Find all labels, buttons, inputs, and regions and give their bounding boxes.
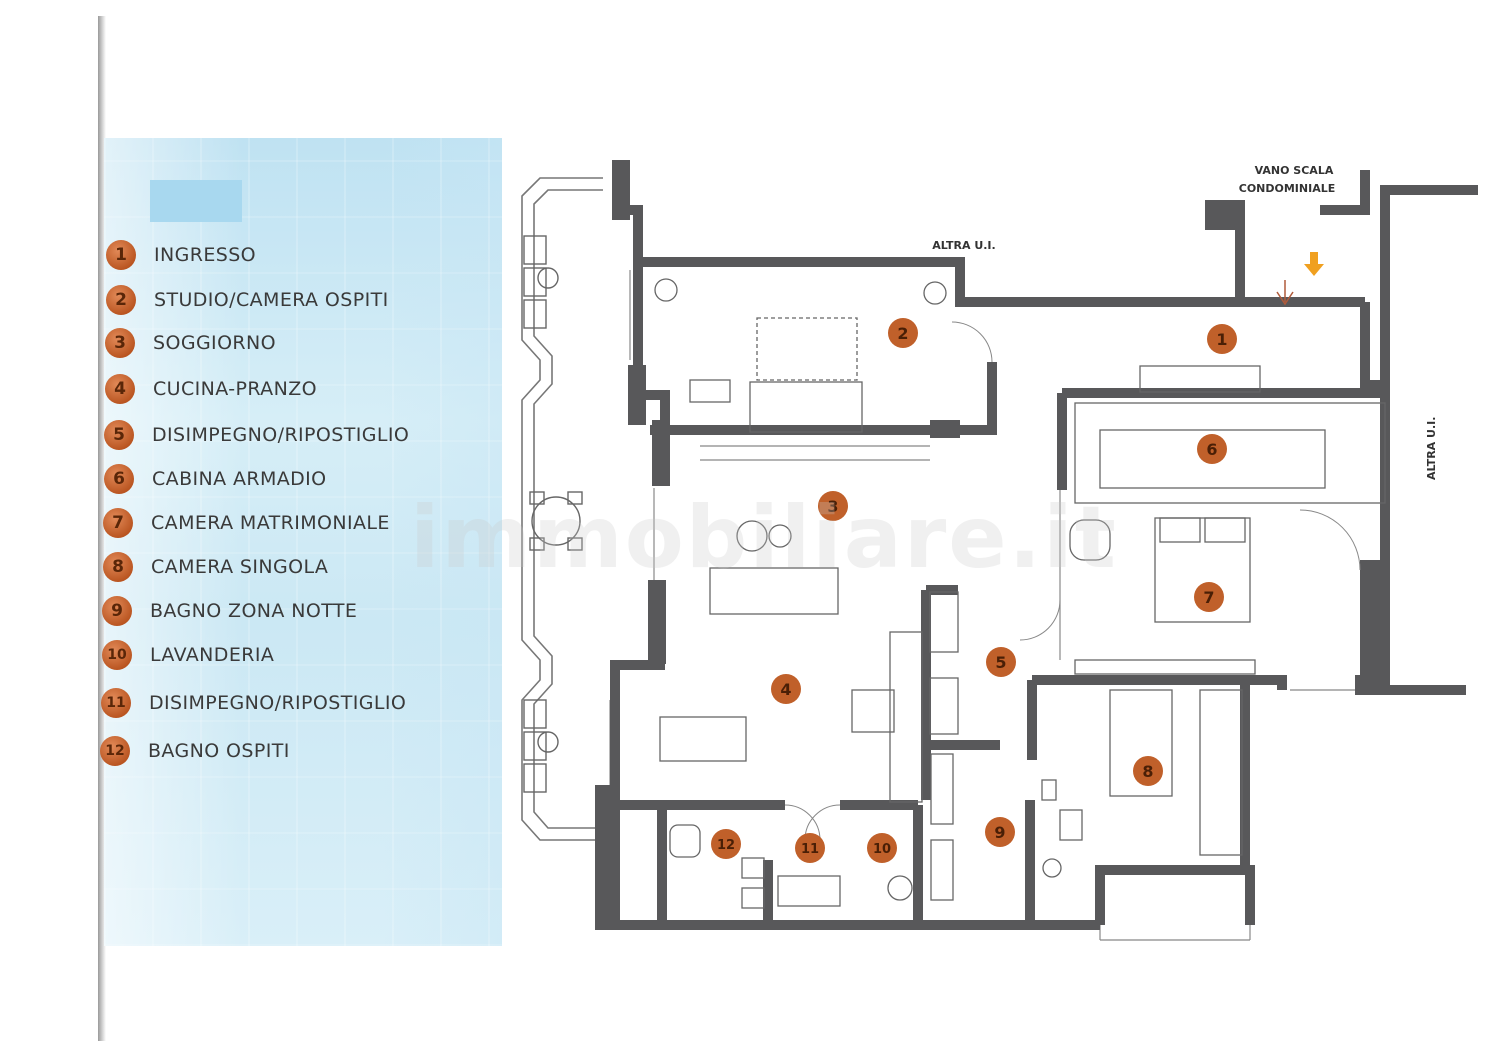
terrace-planters xyxy=(523,235,559,793)
legend-label: BAGNO ZONA NOTTE xyxy=(150,600,358,622)
room-badge-12: 12 xyxy=(717,838,735,853)
room-badge-9: 9 xyxy=(994,823,1005,842)
legend-label: DISIMPEGNO/RIPOSTIGLIO xyxy=(149,692,407,714)
neighbor-label-right: ALTRA U.I. xyxy=(1425,417,1438,480)
scan-edge xyxy=(98,16,106,1041)
watermark-text: immobiliare.it xyxy=(410,488,1118,588)
room-badge-10: 10 xyxy=(873,842,891,857)
room-badge-7: 7 xyxy=(1203,588,1214,607)
legend-item: 2 STUDIO/CAMERA OSPITI xyxy=(106,283,389,317)
legend-item: 8 CAMERA SINGOLA xyxy=(103,550,328,584)
legend-label: BAGNO OSPITI xyxy=(148,740,290,762)
terrace-table xyxy=(529,491,583,551)
legend-badge: 4 xyxy=(105,374,135,404)
legend-item: 3 SOGGIORNO xyxy=(105,326,276,360)
terrace xyxy=(521,177,603,841)
legend-item: 11 DISIMPEGNO/RIPOSTIGLIO xyxy=(101,686,406,720)
doors xyxy=(784,321,1361,841)
entrance-arrow-icon xyxy=(1310,252,1318,266)
room-badge-4: 4 xyxy=(780,680,791,699)
legend-item: 6 CABINA ARMADIO xyxy=(104,462,327,496)
room-badge-2: 2 xyxy=(897,324,908,343)
legend-header-tab xyxy=(150,180,242,222)
room-badge-5: 5 xyxy=(995,653,1006,672)
room-badge-6: 6 xyxy=(1206,440,1217,459)
legend-panel xyxy=(104,138,502,946)
legend-label: CABINA ARMADIO xyxy=(152,468,327,490)
legend-badge: 1 xyxy=(106,240,136,270)
legend-badge: 5 xyxy=(104,420,134,450)
legend-badge: 9 xyxy=(102,596,132,626)
stair-label-line2: CONDOMINIALE xyxy=(1239,182,1336,195)
entrance-arrows xyxy=(1276,252,1324,306)
legend-item: 1 INGRESSO xyxy=(106,238,256,272)
furniture xyxy=(654,278,1386,909)
legend-item: 9 BAGNO ZONA NOTTE xyxy=(102,594,357,628)
legend-badge: 6 xyxy=(104,464,134,494)
legend-label: STUDIO/CAMERA OSPITI xyxy=(154,289,389,311)
legend-label: CUCINA-PRANZO xyxy=(153,378,317,400)
legend-badge: 2 xyxy=(106,285,136,315)
legend-badge: 10 xyxy=(102,640,132,670)
legend-label: SOGGIORNO xyxy=(153,332,276,354)
legend-badge: 8 xyxy=(103,552,133,582)
legend-item: 10 LAVANDERIA xyxy=(102,638,274,672)
room-badge-1: 1 xyxy=(1216,330,1227,349)
legend-badge: 11 xyxy=(101,688,131,718)
legend-badge: 12 xyxy=(100,736,130,766)
room-badge-11: 11 xyxy=(801,842,819,857)
legend-badge: 3 xyxy=(105,328,135,358)
legend-item: 7 CAMERA MATRIMONIALE xyxy=(103,506,390,540)
legend-label: CAMERA SINGOLA xyxy=(151,556,329,578)
room-badge-8: 8 xyxy=(1142,762,1153,781)
legend-label: CAMERA MATRIMONIALE xyxy=(151,512,390,534)
legend-label: INGRESSO xyxy=(154,244,257,266)
legend-item: 12 BAGNO OSPITI xyxy=(100,734,290,768)
neighbor-label-top: ALTRA U.I. xyxy=(932,239,995,252)
legend-label: LAVANDERIA xyxy=(150,644,275,666)
legend-label: DISIMPEGNO/RIPOSTIGLIO xyxy=(152,424,410,446)
legend-item: 4 CUCINA-PRANZO xyxy=(105,372,317,406)
stair-label-line1: VANO SCALA xyxy=(1255,164,1334,177)
room-badge-3: 3 xyxy=(827,497,838,516)
wall-blocks xyxy=(598,160,1385,925)
room-badges: 1 2 3 4 5 6 7 8 9 10 11 12 xyxy=(711,318,1237,863)
legend-badge: 7 xyxy=(103,508,133,538)
legend-item: 5 DISIMPEGNO/RIPOSTIGLIO xyxy=(104,418,409,452)
